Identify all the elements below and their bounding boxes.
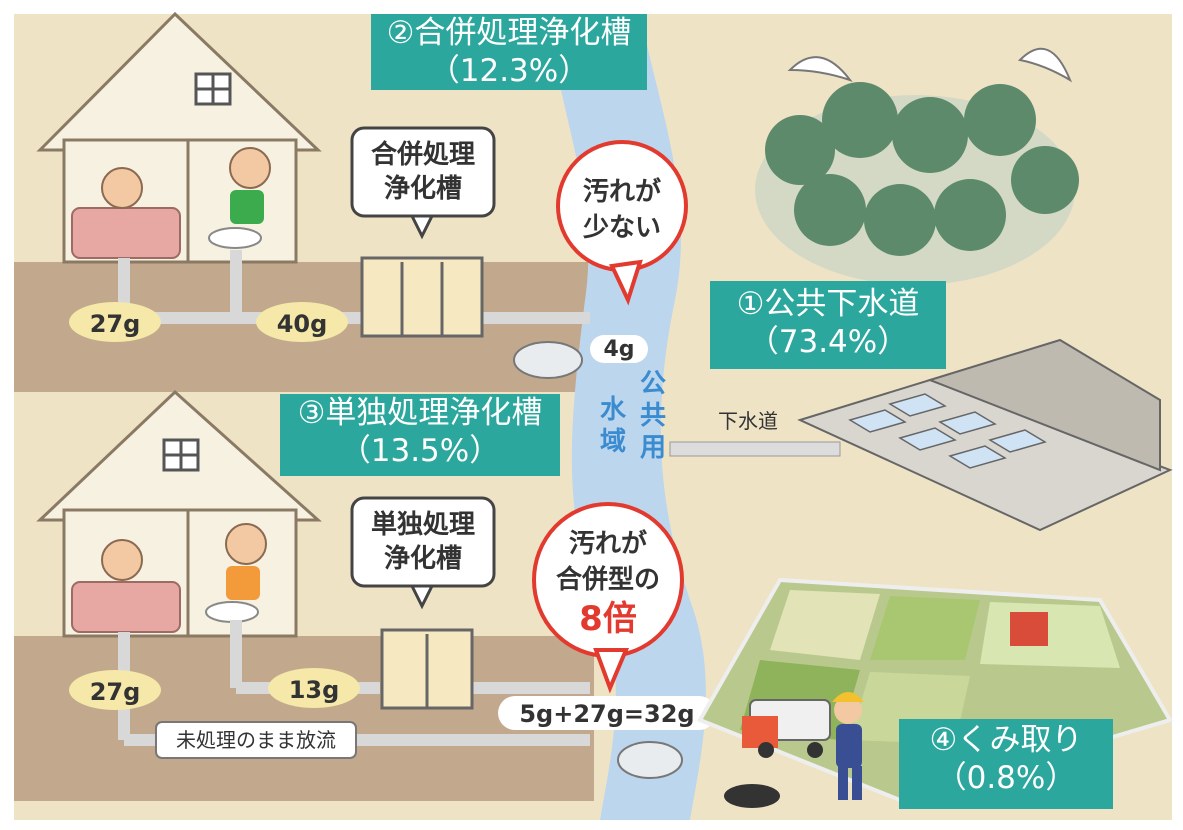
child-shirt-icon (226, 566, 260, 600)
child-bathing-icon (101, 539, 143, 581)
bathtub-icon (71, 207, 181, 259)
combined-tank-callout-title: ②合併処理浄化槽 (386, 15, 632, 51)
single-tank-label-1: 単独処理 (371, 510, 475, 540)
ground-bottom (14, 636, 594, 801)
bottom-house (36, 389, 322, 638)
bottom-output-pill (498, 696, 716, 730)
manhole-icon (724, 784, 780, 808)
combined-tank-icon (360, 256, 484, 338)
combined-tank-callout: ②合併処理浄化槽 （12.3%） (371, 14, 647, 90)
single-tank-callout-title: ③単独処理浄化槽 (297, 395, 543, 431)
sewer-pipe (669, 441, 841, 457)
top-bath-amount: 27g (90, 310, 141, 338)
single-tank-label-2: 浄化槽 (384, 544, 462, 574)
pickup-truck-icon (742, 699, 831, 758)
top-output-amount: 4g (603, 337, 634, 362)
combined-tank-label-1: 合併処理 (371, 139, 475, 170)
high-pollution-line2: 合併型の (556, 564, 660, 595)
pickup-callout: ④くみ取り （0.8%） (899, 719, 1113, 809)
high-pollution-line1: 汚れが (569, 528, 647, 559)
sewer-callout: ①公共下水道 （73.4%） (710, 281, 946, 369)
public-water-char: 水 (600, 395, 627, 425)
untreated-label-box (155, 721, 357, 759)
pickup-callout-title: ④くみ取り (929, 722, 1083, 758)
worker-icon (832, 692, 864, 800)
tractor-icon (1010, 612, 1048, 646)
sewer-callout-pct: （73.4%） (747, 324, 909, 360)
sewer-callout-title: ①公共下水道 (736, 286, 920, 322)
amount-oval (268, 668, 360, 708)
single-tank-callout: ③単独処理浄化槽 （13.5%） (280, 394, 560, 476)
top-house (36, 11, 322, 264)
fish-icon (617, 741, 683, 779)
bathtub-icon (71, 581, 181, 633)
toilet-icon (208, 227, 262, 249)
amount-oval (69, 670, 161, 710)
untreated-label: 未処理のまま放流 (176, 728, 336, 752)
child-toilet-icon (225, 523, 267, 565)
child-bathing-icon (101, 167, 143, 209)
top-output-pill (590, 335, 648, 363)
bird-icon (787, 56, 853, 82)
bottom-output-amount: 5g+27g=32g (519, 700, 694, 728)
low-pollution-line2: 少ない (582, 213, 661, 243)
treatment-plant-icon (797, 338, 1173, 532)
bird-icon (1017, 47, 1073, 83)
bottom-toilet-amount: 13g (289, 676, 340, 704)
single-tank-callout-pct: （13.5%） (339, 433, 501, 469)
public-water-char: 域 (600, 427, 626, 457)
pickup-callout-pct: （0.8%） (935, 760, 1077, 796)
amount-oval (256, 302, 348, 342)
combined-tank-label-2: 浄化槽 (384, 174, 462, 204)
amount-oval (69, 302, 161, 342)
high-pollution-line3: 8倍 (579, 599, 637, 639)
public-water-char: 用 (640, 433, 666, 463)
bottom-bath-amount: 27g (90, 678, 141, 706)
forest-icon (755, 47, 1079, 285)
sewer-pipe-label: 下水道 (718, 409, 778, 433)
child-shirt-icon (230, 190, 264, 224)
low-pollution-line1: 汚れが (583, 176, 661, 207)
public-water-char: 公 (640, 369, 666, 399)
public-water-char: 共 (640, 401, 666, 431)
toilet-icon (205, 601, 259, 623)
top-toilet-amount: 40g (277, 310, 328, 338)
child-toilet-icon (229, 147, 271, 189)
fish-icon (513, 341, 583, 379)
combined-tank-callout-pct: （12.3%） (428, 53, 590, 89)
